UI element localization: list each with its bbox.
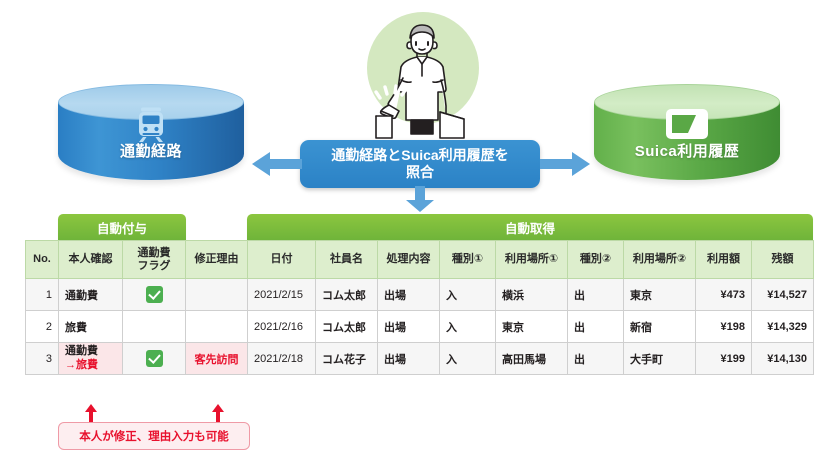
cell-amount: ¥198	[695, 310, 752, 343]
col-header-employee: 社員名	[315, 240, 378, 279]
cell-type1: 入	[439, 310, 496, 343]
callout-arrow-right-icon	[212, 404, 224, 424]
cell-employee: コム花子	[315, 342, 378, 375]
callout-text: 本人が修正、理由入力も可能	[79, 431, 229, 443]
cell-type1: 入	[439, 342, 496, 375]
cell-employee: コム太郎	[315, 310, 378, 343]
cell-process: 出場	[377, 278, 440, 311]
confirm-changed-value: →旅費	[65, 358, 98, 371]
suica-history-database: Suica利用履歴	[594, 84, 780, 184]
reason-value: 客先訪問	[194, 353, 239, 366]
col-header-type1: 種別①	[439, 240, 496, 279]
confirm-value: 通勤費	[65, 345, 98, 358]
cell-place1: 東京	[495, 310, 568, 343]
col-header-flag-line2: フラグ	[137, 259, 171, 272]
arrow-left-icon	[252, 152, 302, 176]
cell-place2: 新宿	[623, 310, 696, 343]
cell-place2: 東京	[623, 278, 696, 311]
cell-process: 出場	[377, 310, 440, 343]
cell-type2: 出	[567, 310, 624, 343]
table-row: 1 通勤費 2021/2/15 コム太郎 出場 入 横浜 出 東京 ¥473 ¥…	[25, 278, 814, 311]
checkbox-checked-icon[interactable]	[145, 286, 163, 303]
checkbox-checked-icon[interactable]	[145, 350, 163, 367]
cell-employee: コム太郎	[315, 278, 378, 311]
train-icon	[58, 104, 244, 144]
cell-no: 1	[25, 278, 59, 311]
cell-process: 出場	[377, 342, 440, 375]
cell-confirm[interactable]: 通勤費	[58, 278, 123, 311]
cell-reason[interactable]	[185, 310, 248, 343]
confirm-value: 通勤費	[65, 289, 98, 302]
cell-no: 3	[25, 342, 59, 375]
cell-date: 2021/2/16	[247, 310, 316, 343]
cell-amount: ¥473	[695, 278, 752, 311]
commute-route-label: 通勤経路	[119, 143, 182, 160]
col-header-flag-line1: 通勤費	[137, 246, 171, 259]
col-header-balance: 残額	[751, 240, 814, 279]
records-table: No. 本人確認 通勤費 フラグ 修正理由 日付 社員名 処理内容 種別① 利用…	[25, 240, 814, 375]
records-table-area: 自動付与 自動取得 No. 本人確認 通勤費 フラグ 修正理由 日付 社員名 処…	[0, 214, 840, 414]
cell-balance: ¥14,527	[751, 278, 814, 311]
cell-place2: 大手町	[623, 342, 696, 375]
person-tapping-gate-illustration	[356, 8, 486, 140]
cell-flag[interactable]	[122, 278, 186, 311]
cell-date: 2021/2/18	[247, 342, 316, 375]
match-process-label: 通勤経路とSuica利用履歴を 照合	[323, 147, 516, 182]
suica-card-icon	[594, 104, 780, 144]
col-header-flag: 通勤費 フラグ	[122, 240, 186, 279]
cell-flag[interactable]	[122, 342, 186, 375]
flow-diagram: 通勤経路 Suica利用履歴	[0, 0, 840, 212]
cell-flag[interactable]	[122, 310, 186, 343]
col-header-place2: 利用場所②	[623, 240, 696, 279]
col-header-date: 日付	[247, 240, 316, 279]
col-header-type2: 種別②	[567, 240, 624, 279]
cell-place1: 高田馬場	[495, 342, 568, 375]
suica-history-label: Suica利用履歴	[634, 143, 740, 160]
callout-note: 本人が修正、理由入力も可能	[58, 422, 250, 450]
group-header-auto-fetch: 自動取得	[247, 214, 813, 240]
col-header-reason: 修正理由	[185, 240, 248, 279]
col-header-no: No.	[25, 240, 59, 279]
cell-amount: ¥199	[695, 342, 752, 375]
cell-reason[interactable]: 客先訪問	[185, 342, 248, 375]
callout-arrow-left-icon	[85, 404, 97, 424]
table-row: 3 通勤費 →旅費 客先訪問 2021/2/18 コム花子 出場 入 高田馬場 …	[25, 342, 814, 375]
cell-balance: ¥14,329	[751, 310, 814, 343]
cell-balance: ¥14,130	[751, 342, 814, 375]
confirm-value: 旅費	[65, 321, 87, 334]
cell-place1: 横浜	[495, 278, 568, 311]
match-process-box: 通勤経路とSuica利用履歴を 照合	[300, 140, 540, 188]
arrow-right-icon	[540, 152, 590, 176]
cell-type2: 出	[567, 342, 624, 375]
cell-no: 2	[25, 310, 59, 343]
cell-type1: 入	[439, 278, 496, 311]
col-header-amount: 利用額	[695, 240, 752, 279]
arrow-down-icon	[406, 186, 434, 212]
group-header-auto-assign: 自動付与	[58, 214, 186, 240]
table-header-row: No. 本人確認 通勤費 フラグ 修正理由 日付 社員名 処理内容 種別① 利用…	[25, 240, 814, 279]
cell-type2: 出	[567, 278, 624, 311]
table-row: 2 旅費 2021/2/16 コム太郎 出場 入 東京 出 新宿 ¥198 ¥1…	[25, 310, 814, 343]
cell-confirm[interactable]: 旅費	[58, 310, 123, 343]
col-header-process: 処理内容	[377, 240, 440, 279]
cell-confirm[interactable]: 通勤費 →旅費	[58, 342, 123, 375]
col-header-place1: 利用場所①	[495, 240, 568, 279]
table-body: 1 通勤費 2021/2/15 コム太郎 出場 入 横浜 出 東京 ¥473 ¥…	[25, 278, 814, 375]
match-line-2: 照合	[405, 164, 434, 180]
commute-route-database: 通勤経路	[58, 84, 244, 184]
cell-date: 2021/2/15	[247, 278, 316, 311]
cell-reason[interactable]	[185, 278, 248, 311]
match-line-1: 通勤経路とSuica利用履歴を	[331, 146, 509, 163]
col-header-confirm: 本人確認	[58, 240, 123, 279]
